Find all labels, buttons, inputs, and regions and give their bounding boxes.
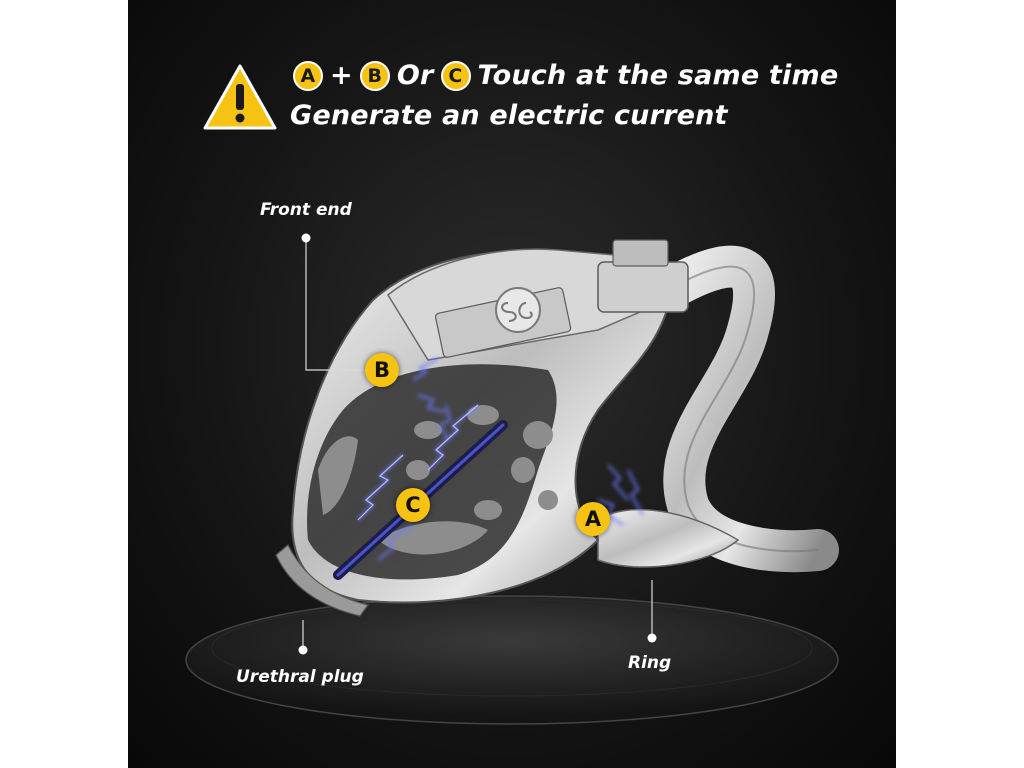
- front-end-dot: [301, 233, 311, 243]
- headline-letter-c: C: [440, 60, 471, 91]
- contact-point-b: B: [365, 353, 399, 387]
- headline-line-2: Generate an electric current: [290, 100, 728, 131]
- headline-line1-tail: Touch at the same time: [477, 60, 839, 91]
- front-end-label: Front end: [260, 200, 352, 220]
- headline-line-1: A + B Or C Touch at the same time: [290, 60, 842, 91]
- warning-icon: [203, 64, 277, 130]
- plug-tip: [275, 544, 370, 617]
- headline-plus: +: [330, 60, 353, 91]
- contact-point-a: A: [576, 502, 610, 536]
- leader-lines: [302, 238, 653, 648]
- device-illustration: [185, 233, 839, 725]
- spark-b: [412, 357, 447, 413]
- urethral-plug-label: Urethral plug: [236, 667, 364, 687]
- display-stage: [185, 595, 839, 725]
- ring-dot: [647, 633, 657, 643]
- lock-block: [597, 261, 689, 313]
- ring-label: Ring: [628, 653, 672, 673]
- headline-letter-a: A: [293, 60, 323, 91]
- product-panel: A + B Or C Touch at the same time Genera…: [128, 0, 896, 768]
- headline-or: Or: [396, 60, 434, 91]
- urethral-plug-dot: [298, 645, 308, 655]
- headline-letter-b: B: [359, 60, 390, 91]
- contact-point-c: C: [396, 488, 430, 522]
- spark-a: [597, 464, 644, 526]
- logo-emblem-icon: [495, 287, 541, 333]
